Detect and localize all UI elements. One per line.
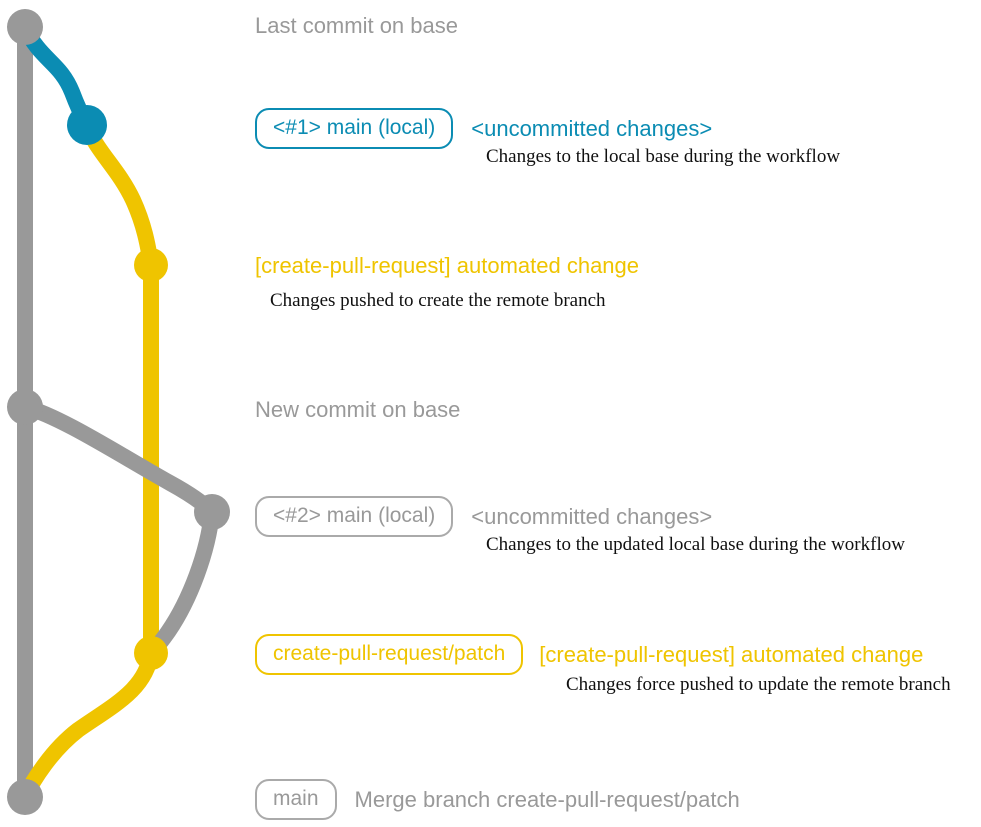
commit-subject-automated-change-update: [create-pull-request] automated change bbox=[539, 641, 924, 667]
commit-subject-merge: Merge branch create-pull-request/patch bbox=[354, 786, 740, 812]
commit-node-base-head[interactable] bbox=[7, 9, 43, 45]
patch-branch-line-upper bbox=[79, 117, 159, 273]
branch-badge-local-1[interactable]: <#1> main (local) bbox=[255, 108, 454, 149]
commit-node-local-1[interactable] bbox=[67, 105, 107, 145]
commit-subject-automated-change-create: [create-pull-request] automated change bbox=[255, 253, 640, 278]
commit-node-base-new[interactable] bbox=[7, 389, 43, 425]
commit-subject-last-commit-on-base: Last commit on base bbox=[255, 13, 458, 38]
branch-badge-local-2[interactable]: <#2> main (local) bbox=[255, 496, 454, 537]
commit-node-patch-2[interactable] bbox=[134, 636, 168, 670]
commit-row-local-1: <#1> main (local) <uncommitted changes> bbox=[255, 108, 712, 149]
commit-description-local-1: Changes to the local base during the wor… bbox=[486, 146, 841, 167]
patch-merge-line bbox=[17, 645, 159, 805]
commit-node-merge[interactable] bbox=[7, 779, 43, 815]
commit-description-local-2: Changes to the updated local base during… bbox=[486, 534, 905, 555]
commit-node-patch-1[interactable] bbox=[134, 248, 168, 282]
commit-row-merge: main Merge branch create-pull-request/pa… bbox=[255, 779, 740, 820]
commit-subject-new-commit-on-base: New commit on base bbox=[255, 397, 461, 422]
commit-row-automated-change-update: create-pull-request/patch [create-pull-r… bbox=[255, 634, 923, 675]
commit-description-automated-change-update: Changes force pushed to update the remot… bbox=[566, 674, 951, 695]
commit-node-local-2[interactable] bbox=[194, 494, 230, 530]
branch-badge-patch[interactable]: create-pull-request/patch bbox=[255, 634, 524, 675]
commit-row-local-2: <#2> main (local) <uncommitted changes> bbox=[255, 496, 712, 537]
commit-subject-local-1: <uncommitted changes> bbox=[471, 115, 713, 141]
commit-description-automated-change-create: Changes pushed to create the remote bran… bbox=[270, 290, 606, 311]
branch-badge-main[interactable]: main bbox=[255, 779, 337, 820]
commit-subject-local-2: <uncommitted changes> bbox=[471, 503, 713, 529]
